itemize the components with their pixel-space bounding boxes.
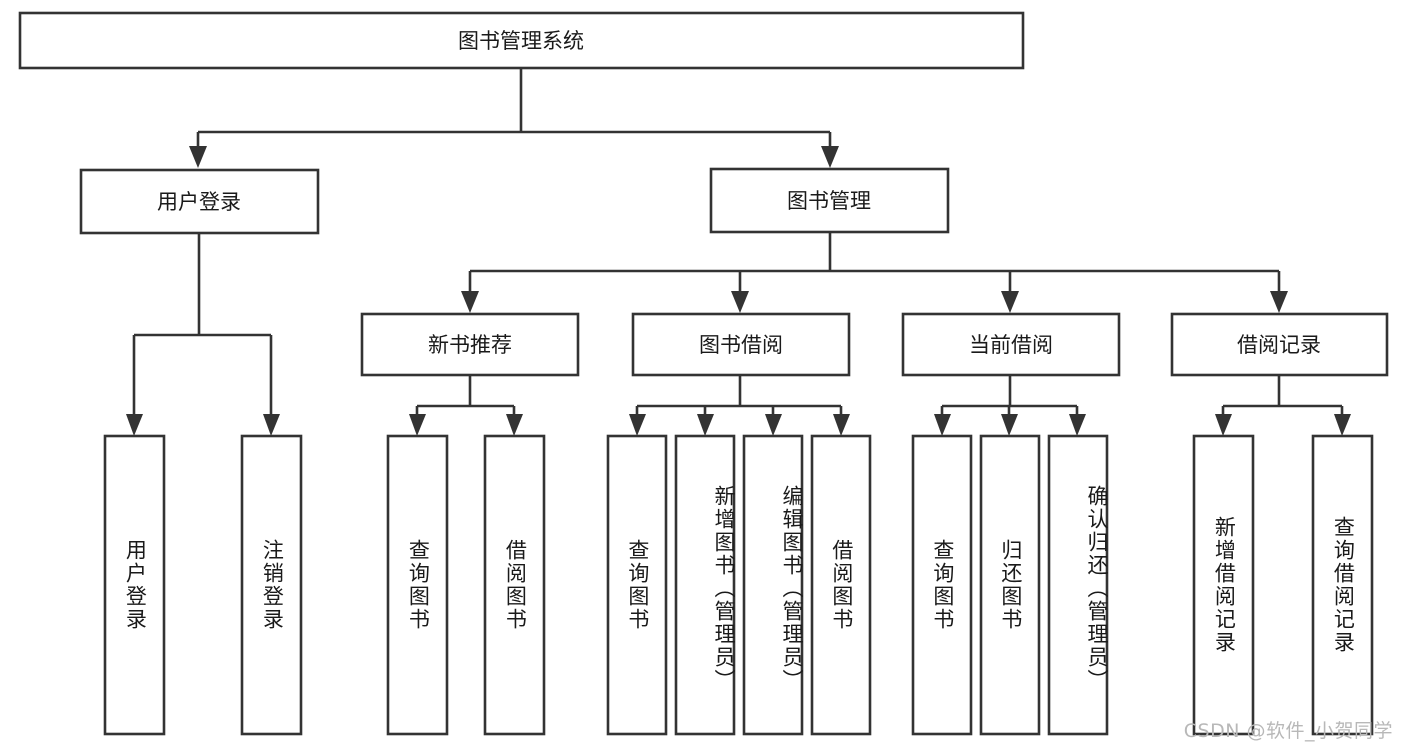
connector-group-book-mgmt	[461, 232, 1288, 313]
connector-group-new-book	[409, 375, 523, 436]
node-new-book-recommend-label: 新书推荐	[428, 333, 512, 357]
watermark-credit: CSDN @软件_小贺同学	[1183, 720, 1393, 742]
leaf-book-borrow-1[interactable]	[606, 434, 668, 736]
node-book-borrow[interactable]	[631, 312, 851, 377]
leaf-user-login-2[interactable]	[240, 434, 303, 736]
leaf-new-book-1[interactable]	[386, 434, 449, 736]
node-user-login-label: 用户登录	[157, 190, 241, 214]
node-borrow-record-label: 借阅记录	[1237, 333, 1321, 357]
arrow-icon-borrowrecord-leaf-2	[1334, 414, 1351, 436]
connector-group-root	[189, 68, 839, 168]
arrow-icon-userlogin-leaf-2	[263, 414, 280, 436]
leaf-book-borrow-3[interactable]	[742, 434, 804, 736]
arrow-icon-bookmgmt-child-2	[731, 291, 749, 313]
connector-group-borrow-record	[1215, 375, 1351, 436]
leaf-book-borrow-4[interactable]	[810, 434, 872, 736]
arrow-icon-bookborrow-leaf-1	[629, 414, 646, 436]
arrow-icon-userlogin-leaf-1	[126, 414, 143, 436]
arrow-icon-bookborrow-leaf-3	[765, 414, 782, 436]
node-current-borrow[interactable]	[901, 312, 1121, 377]
connector-group-user-login	[126, 233, 280, 436]
connector-group-book-borrow	[629, 375, 850, 436]
arrow-icon-bookmgmt-child-3	[1001, 291, 1019, 313]
node-new-book-recommend[interactable]	[360, 312, 580, 377]
node-book-management-label: 图书管理	[787, 189, 871, 213]
node-borrow-record[interactable]	[1170, 312, 1389, 377]
leaf-book-borrow-2[interactable]	[674, 434, 736, 736]
arrow-icon-currentborrow-leaf-1	[934, 414, 951, 436]
node-root-book-management-system[interactable]	[18, 11, 1025, 70]
arrow-icon-bookmgmt-child-1	[461, 291, 479, 313]
arrow-icon-newbook-leaf-1	[409, 414, 426, 436]
arrow-icon-root-to-book-mgmt	[821, 146, 839, 168]
node-user-login[interactable]	[79, 168, 320, 235]
leaf-current-borrow-3[interactable]	[1047, 434, 1109, 736]
arrow-icon-bookborrow-leaf-2	[697, 414, 714, 436]
node-current-borrow-label: 当前借阅	[969, 333, 1053, 357]
connector-group-current-borrow	[934, 375, 1086, 436]
leaf-user-login-1[interactable]	[103, 434, 166, 736]
leaf-borrow-record-1[interactable]	[1192, 434, 1255, 736]
arrow-icon-root-to-user-login	[189, 146, 207, 168]
leaf-current-borrow-2[interactable]	[979, 434, 1041, 736]
node-book-management[interactable]	[709, 167, 950, 234]
node-book-borrow-label: 图书借阅	[699, 333, 783, 357]
node-root-label: 图书管理系统	[458, 29, 584, 53]
leaf-borrow-record-2[interactable]	[1311, 434, 1374, 736]
arrow-icon-newbook-leaf-2	[506, 414, 523, 436]
arrow-icon-bookborrow-leaf-4	[833, 414, 850, 436]
leaf-current-borrow-1[interactable]	[911, 434, 973, 736]
arrow-icon-bookmgmt-child-4	[1270, 291, 1288, 313]
arrow-icon-borrowrecord-leaf-1	[1215, 414, 1232, 436]
arrow-icon-currentborrow-leaf-2	[1001, 414, 1018, 436]
leaf-new-book-2[interactable]	[483, 434, 546, 736]
arrow-icon-currentborrow-leaf-3	[1069, 414, 1086, 436]
